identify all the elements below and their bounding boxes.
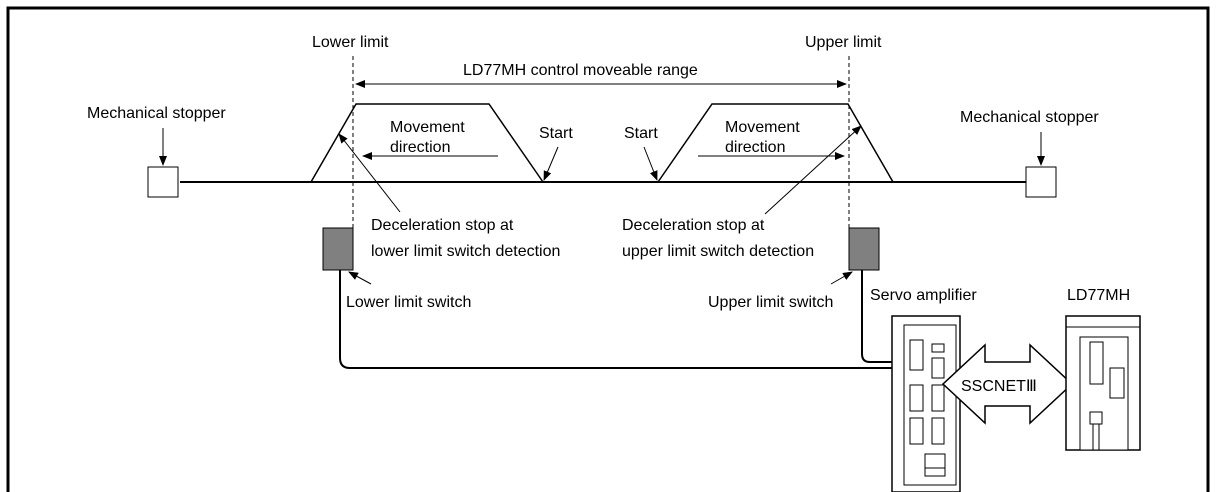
- upper-switch-label: Upper limit switch: [708, 294, 833, 311]
- start-right-arrow: [643, 146, 658, 181]
- upper-limit-switch: [848, 227, 880, 271]
- decel-lower-arrow: [338, 133, 401, 213]
- decel-lower-label-2: lower limit switch detection: [371, 243, 560, 260]
- ld77mh-module: [1065, 315, 1141, 451]
- decel-lower-label-1: Deceleration stop at: [371, 217, 514, 234]
- ld77mh-label: LD77MH: [1067, 287, 1130, 304]
- movement-left-label-1: Movement: [390, 119, 465, 136]
- servo-amplifier-label: Servo amplifier: [870, 287, 977, 304]
- lower-limit-switch: [322, 227, 354, 271]
- lower-switch-wire: [339, 270, 940, 369]
- decel-upper-label-1: Deceleration stop at: [622, 217, 765, 234]
- upper-limit-label: Upper limit: [805, 34, 882, 51]
- decel-upper-arrow: [764, 125, 862, 215]
- decel-upper-label-2: upper limit switch detection: [622, 243, 814, 260]
- lower-switch-arrow: [348, 271, 372, 285]
- left-speed-profile: [310, 103, 544, 183]
- range-label: LD77MH control moveable range: [463, 62, 698, 79]
- start-right-label: Start: [624, 125, 658, 142]
- mechanical-stopper-right: [1025, 166, 1057, 198]
- upper-switch-arrow: [830, 271, 853, 285]
- movement-right-label-1: Movement: [725, 119, 800, 136]
- upper-switch-wire: [861, 270, 940, 363]
- servo-amplifier: [891, 315, 961, 492]
- lower-limit-label: Lower limit: [312, 34, 389, 51]
- sscnet-label: SSCNETⅢ: [961, 378, 1037, 395]
- lower-switch-label: Lower limit switch: [346, 294, 471, 311]
- mechanical-stopper-right-label: Mechanical stopper: [960, 109, 1099, 126]
- mechanical-stopper-left: [147, 166, 179, 198]
- mechanical-stopper-left-label: Mechanical stopper: [87, 105, 226, 122]
- movement-right-label-2: direction: [725, 139, 785, 156]
- movement-left-label-2: direction: [390, 139, 450, 156]
- frame-border: [6, 6, 1210, 492]
- start-left-arrow: [543, 146, 559, 181]
- right-speed-profile: [657, 103, 894, 183]
- start-left-label: Start: [539, 125, 573, 142]
